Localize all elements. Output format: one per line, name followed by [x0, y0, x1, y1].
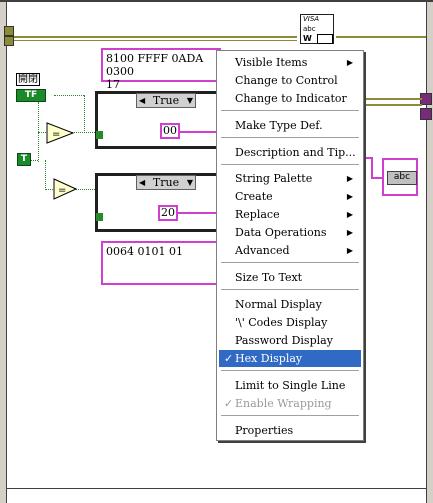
case-selector-terminal-2	[96, 213, 103, 221]
checkmark-icon: ✓	[224, 352, 234, 365]
menu-separator	[221, 415, 359, 417]
svg-text:=: =	[52, 129, 60, 140]
context-menu: Visible Items▶ Change to Control Change …	[216, 50, 364, 441]
wire-bool-4	[45, 160, 46, 190]
wire-pink-case2	[176, 212, 222, 214]
menu-item-string-palette[interactable]: String Palette▶	[235, 172, 353, 185]
selector-dropdown-icon[interactable]: ▼	[186, 96, 193, 105]
case-selector-1[interactable]: ◀ True ▼	[136, 93, 196, 108]
wire-bool-8	[84, 95, 85, 133]
menu-item-data-operations[interactable]: Data Operations▶	[235, 226, 353, 239]
wire-right-1	[364, 98, 422, 100]
wire-bool-3	[31, 160, 38, 161]
svg-text:=: =	[58, 185, 66, 196]
submenu-arrow-icon: ▶	[346, 174, 353, 183]
menu-item-hex-display[interactable]: ✓Hex Display	[219, 350, 361, 367]
menu-item-make-type-def[interactable]: Make Type Def.	[235, 119, 323, 132]
window-frame-right	[426, 0, 433, 503]
wire-bool-5	[45, 189, 55, 190]
wire-pink-right-3	[371, 177, 383, 179]
wire-bool-2	[38, 132, 48, 133]
window-frame-top	[0, 0, 433, 2]
selector-dropdown-icon-2[interactable]: ▼	[186, 178, 193, 187]
menu-item-password-display[interactable]: Password Display	[235, 334, 333, 347]
wire-top-right	[336, 36, 426, 38]
hex-string-top-line1: 8100 FFFF 0ADA 0300	[106, 52, 204, 78]
wire-bool-7	[76, 189, 97, 190]
visa-sub-label: abc	[303, 25, 316, 33]
menu-item-visible-items[interactable]: Visible Items▶	[235, 56, 353, 69]
visa-label: VISA	[303, 15, 320, 23]
wire-pink-case1	[178, 131, 222, 133]
case-selector-2[interactable]: ◀ True ▼	[136, 175, 196, 190]
menu-item-normal-display[interactable]: Normal Display	[235, 298, 322, 311]
submenu-arrow-icon: ▶	[346, 192, 353, 201]
window-frame-left	[0, 0, 7, 503]
menu-item-codes-display[interactable]: '\' Codes Display	[235, 316, 328, 329]
bool-control-tf[interactable]: TF	[16, 89, 46, 102]
equal-function-icon-2[interactable]: =	[53, 178, 77, 200]
loop-border-bottom	[7, 488, 426, 489]
visa-w-label: W	[303, 34, 312, 43]
selector-left-arrow-icon[interactable]: ◀	[139, 96, 146, 105]
label-top-left: 開閉	[16, 73, 40, 86]
visa-write-icon[interactable]: VISA abc W	[300, 14, 334, 44]
wire-pink-right-2	[371, 157, 373, 179]
menu-item-properties[interactable]: Properties	[235, 424, 294, 437]
string-indicator[interactable]: abc	[382, 158, 418, 196]
menu-item-change-to-indicator[interactable]: Change to Indicator	[235, 92, 347, 105]
submenu-arrow-icon: ▶	[346, 246, 353, 255]
checkmark-icon: ✓	[224, 397, 234, 410]
menu-item-create[interactable]: Create▶	[235, 190, 353, 203]
menu-separator	[221, 289, 359, 291]
menu-item-change-to-control[interactable]: Change to Control	[235, 74, 338, 87]
string-constant-00[interactable]: 00	[160, 123, 180, 139]
bool-constant-t[interactable]: T	[17, 153, 31, 166]
menu-item-description-and-tip[interactable]: Description and Tip...	[235, 146, 356, 159]
menu-item-advanced[interactable]: Advanced▶	[235, 244, 353, 257]
wire-right-2	[364, 104, 422, 106]
submenu-arrow-icon: ▶	[346, 210, 353, 219]
menu-item-size-to-text[interactable]: Size To Text	[235, 271, 303, 284]
case-selector-terminal-1	[96, 131, 103, 139]
wire-top-2	[7, 40, 297, 41]
equal-function-icon[interactable]: =	[46, 122, 74, 144]
hex-string-top-line2: 17	[106, 78, 120, 91]
tunnel-left-bottom	[4, 36, 14, 46]
submenu-arrow-icon: ▶	[346, 58, 353, 67]
visa-port-icon	[317, 34, 333, 44]
wire-top	[7, 36, 297, 38]
menu-item-replace[interactable]: Replace▶	[235, 208, 353, 221]
hex-string-bottom[interactable]: 0064 0101 01	[101, 241, 221, 285]
menu-separator	[221, 137, 359, 139]
submenu-arrow-icon: ▶	[346, 228, 353, 237]
string-indicator-label: abc	[387, 171, 417, 185]
menu-item-enable-wrapping: ✓Enable Wrapping	[224, 397, 332, 410]
wire-bool-9	[54, 95, 84, 96]
wire-pink-right-1	[364, 157, 372, 159]
string-constant-20[interactable]: 20	[158, 205, 178, 221]
menu-separator	[221, 262, 359, 264]
case-selector-1-label: True	[152, 94, 180, 107]
tunnel-left-top	[4, 26, 14, 36]
menu-item-limit-to-single-line[interactable]: Limit to Single Line	[235, 379, 346, 392]
selector-left-arrow-icon-2[interactable]: ◀	[139, 178, 146, 187]
menu-separator	[221, 164, 359, 166]
menu-separator	[221, 110, 359, 112]
hex-string-top[interactable]: 8100 FFFF 0ADA 0300 17	[101, 48, 221, 91]
case-selector-2-label: True	[152, 176, 180, 189]
menu-separator	[221, 370, 359, 372]
tunnel-right-lower	[420, 108, 432, 120]
